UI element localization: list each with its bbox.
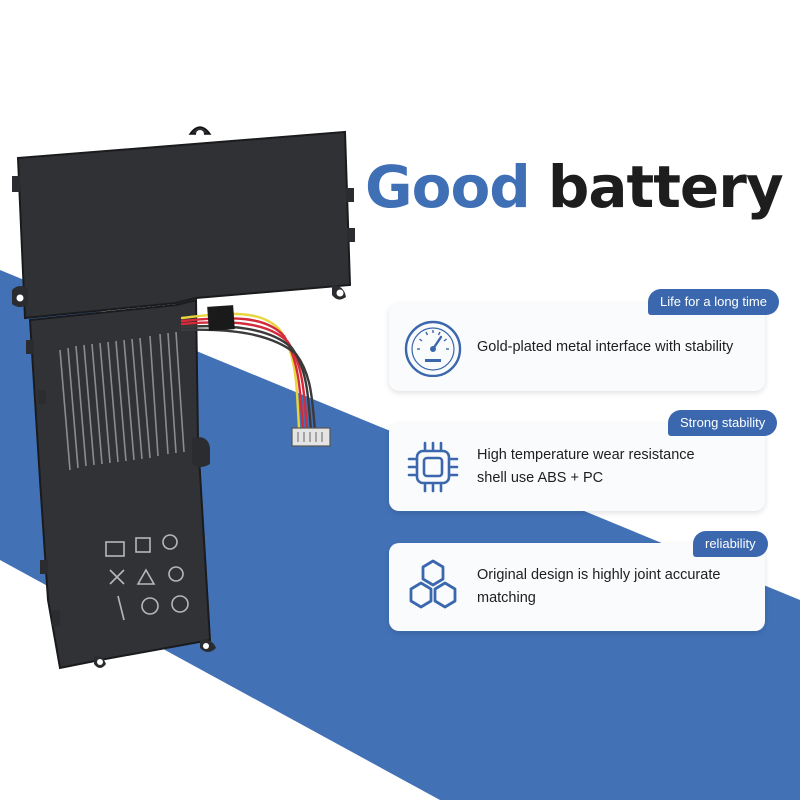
feature-1-line-1: Gold-plated metal interface with stabili… xyxy=(477,338,734,355)
feature-3-line-2: matching xyxy=(477,590,536,606)
headline-word-good: Good xyxy=(365,153,531,221)
feature-2-line-2: shell use ABS + PC xyxy=(477,470,604,486)
feature-card-2: High temperature wear resistance shell u… xyxy=(389,423,765,511)
gauge-icon xyxy=(404,320,462,377)
tag-life-for-a-long-time: Life for a long time xyxy=(648,289,779,315)
feature-card-1: Gold-plated metal interface with stabili… xyxy=(389,303,765,391)
tag-strong-stability: Strong stability xyxy=(668,410,778,436)
feature-card-3: Original design is highly joint accurate… xyxy=(389,543,765,631)
feature-2-line-1: High temperature wear resistance xyxy=(477,447,695,463)
hexagons-icon xyxy=(409,559,457,609)
chip-icon xyxy=(407,441,459,493)
headline-word-battery: battery xyxy=(547,153,784,221)
feature-3-line-1: Original design is highly joint accurate xyxy=(477,567,721,583)
tag-reliability: reliability xyxy=(693,531,768,557)
